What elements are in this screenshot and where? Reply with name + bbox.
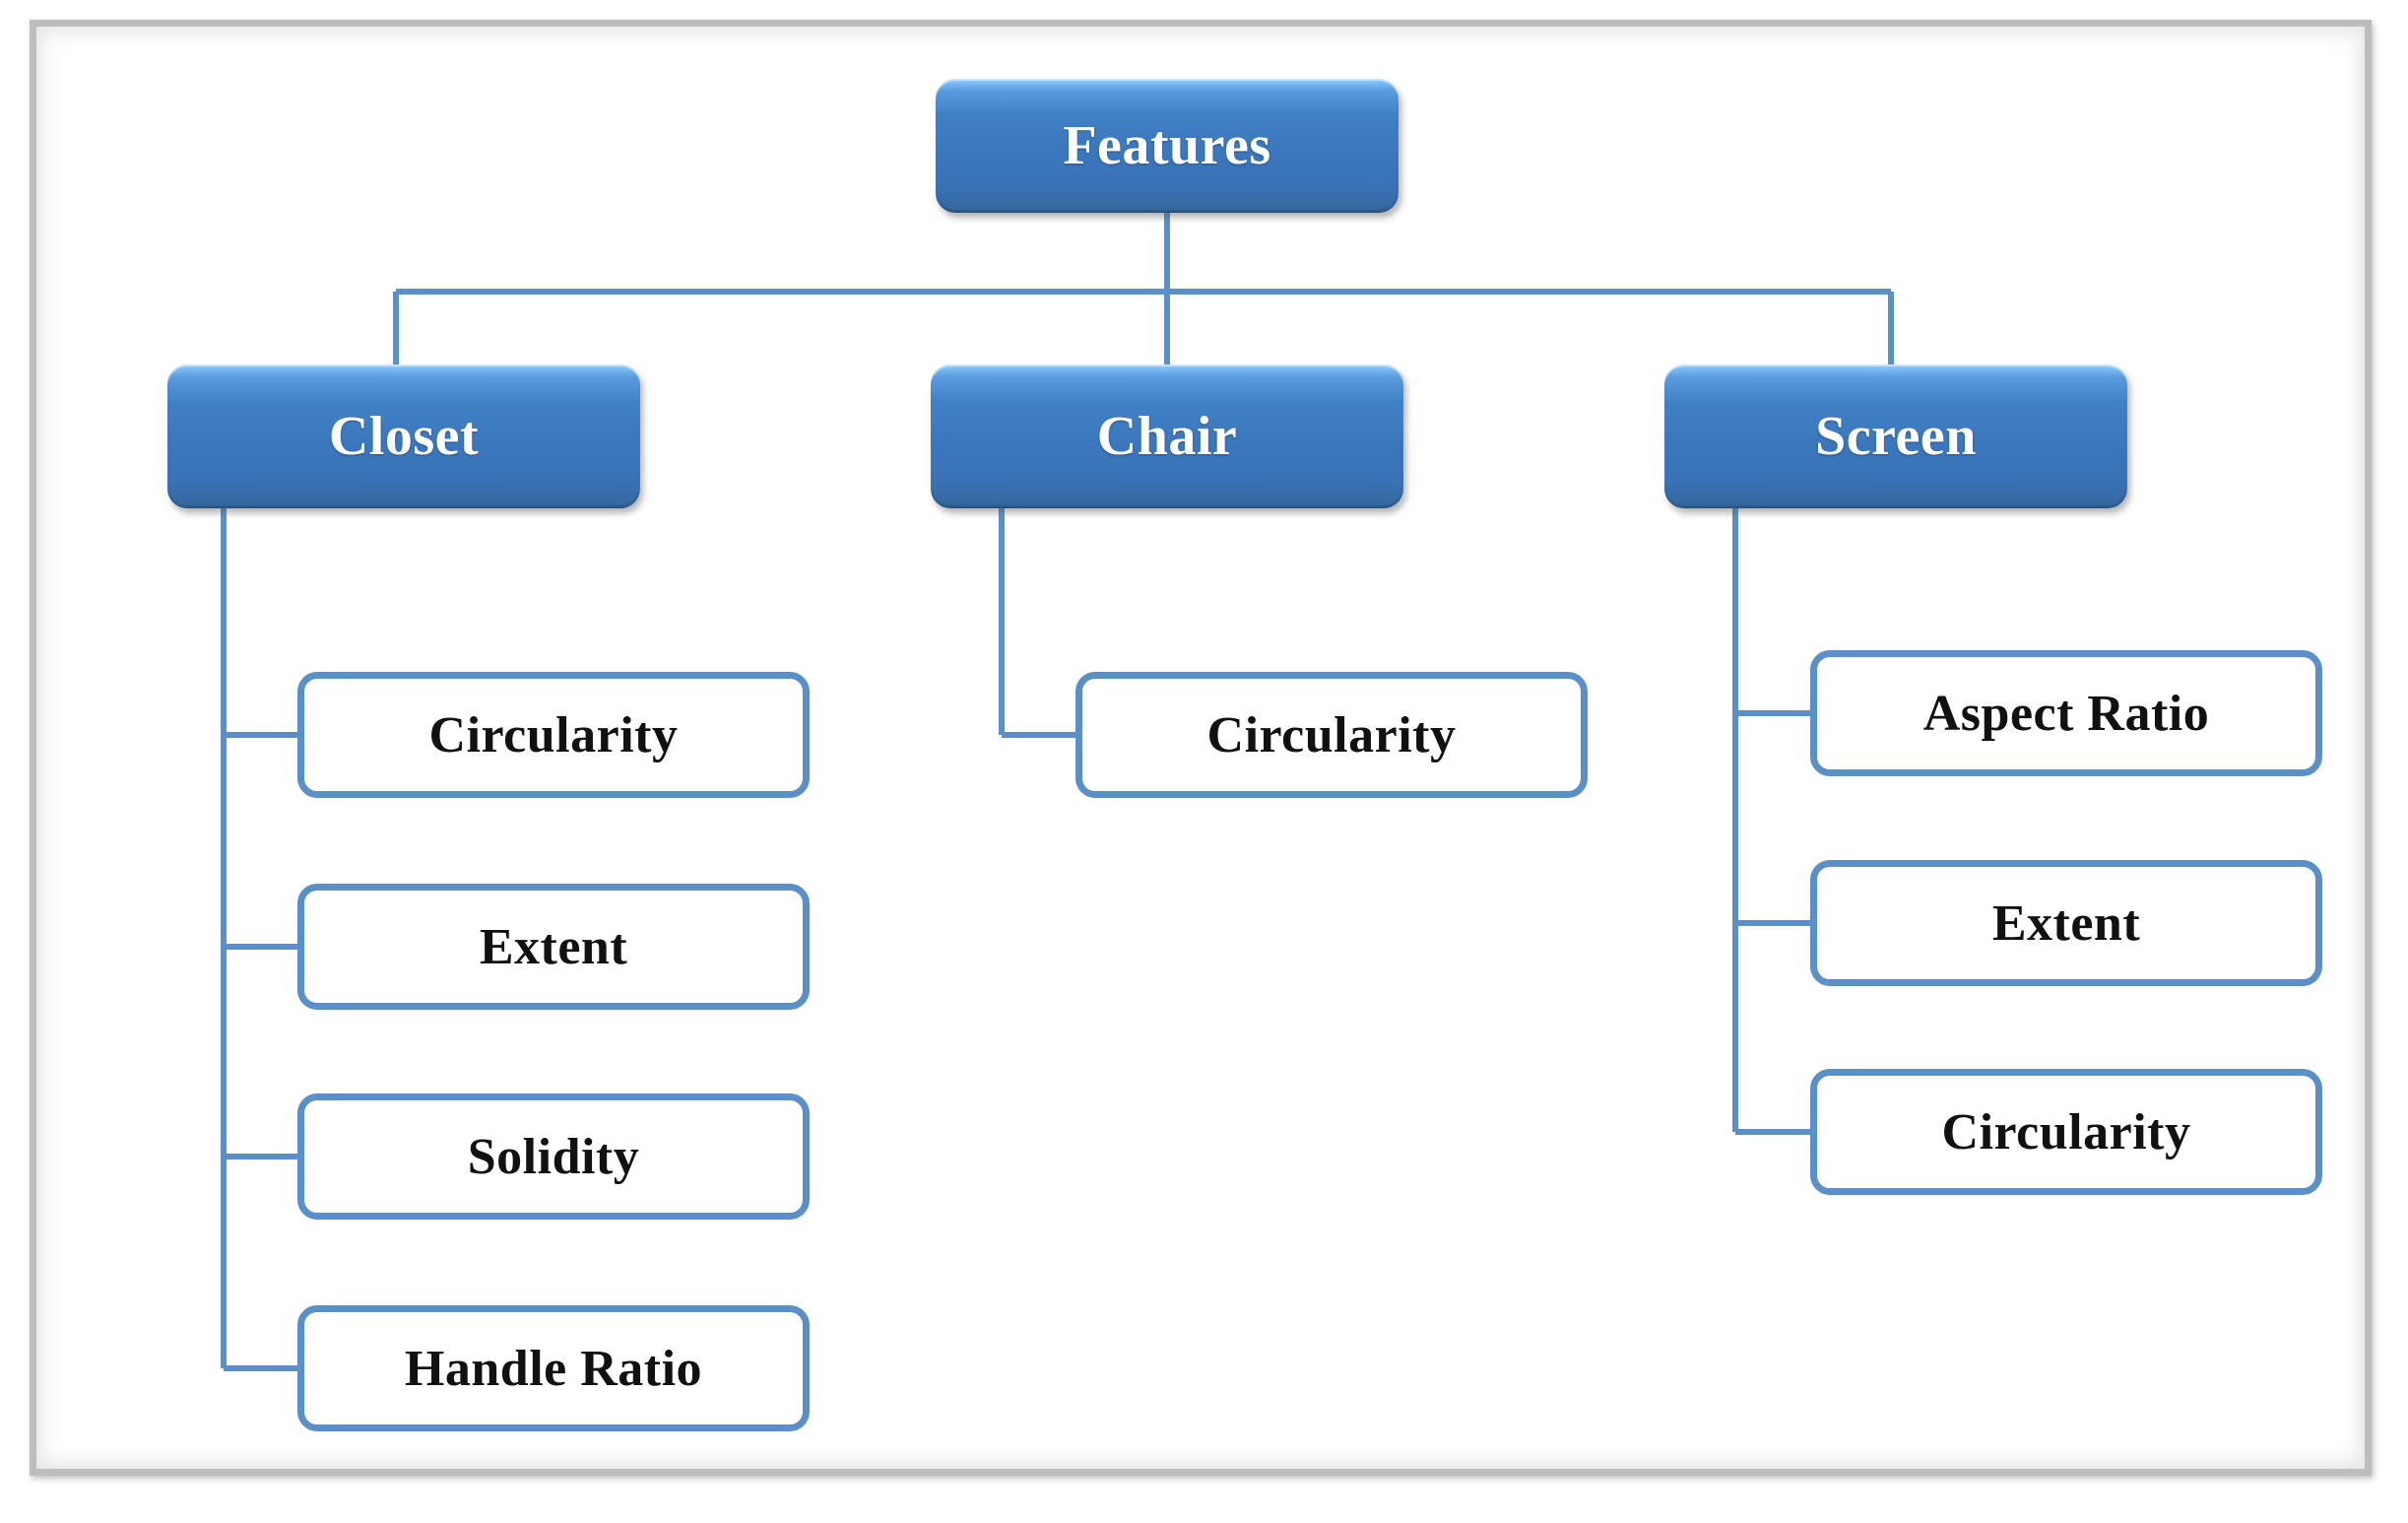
leaf-screen-circularity[interactable]: Circularity	[1810, 1069, 2322, 1195]
leaf-screen-extent[interactable]: Extent	[1810, 860, 2322, 986]
node-closet[interactable]: Closet	[167, 364, 640, 508]
leaf-screen-aspect-ratio[interactable]: Aspect Ratio	[1810, 650, 2322, 776]
leaf-closet-circularity-label: Circularity	[428, 706, 679, 763]
node-screen-label: Screen	[1815, 406, 1977, 467]
node-chair[interactable]: Chair	[931, 364, 1403, 508]
node-features-label: Features	[1063, 115, 1271, 176]
leaf-chair-circularity[interactable]: Circularity	[1075, 672, 1588, 798]
leaf-screen-extent-label: Extent	[1991, 894, 2141, 952]
leaf-closet-circularity[interactable]: Circularity	[297, 672, 810, 798]
leaf-screen-circularity-label: Circularity	[1941, 1103, 2191, 1160]
leaf-closet-handle-ratio-label: Handle Ratio	[404, 1340, 703, 1397]
node-features[interactable]: Features	[936, 79, 1399, 213]
leaf-closet-solidity[interactable]: Solidity	[297, 1093, 810, 1220]
leaf-chair-circularity-label: Circularity	[1206, 706, 1457, 763]
leaf-closet-extent-label: Extent	[479, 918, 628, 975]
node-chair-label: Chair	[1096, 406, 1238, 467]
leaf-closet-handle-ratio[interactable]: Handle Ratio	[297, 1305, 810, 1431]
leaf-closet-solidity-label: Solidity	[467, 1128, 640, 1185]
node-screen[interactable]: Screen	[1664, 364, 2127, 508]
leaf-closet-extent[interactable]: Extent	[297, 884, 810, 1010]
node-closet-label: Closet	[328, 406, 480, 467]
leaf-screen-aspect-ratio-label: Aspect Ratio	[1922, 685, 2210, 742]
